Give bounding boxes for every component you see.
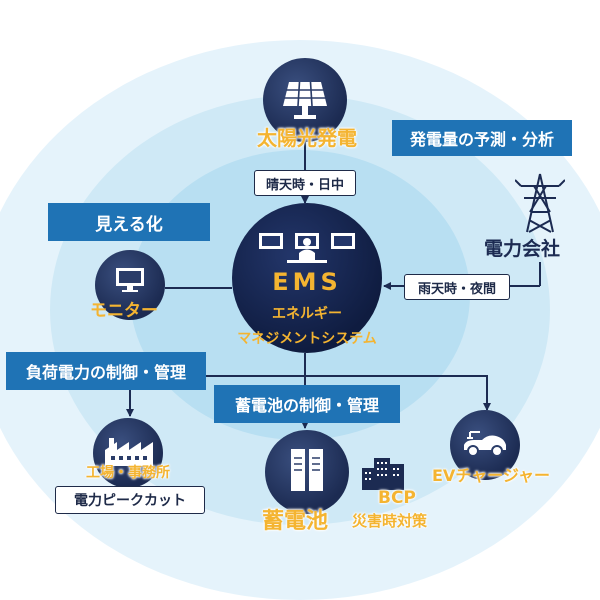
- visualization-box: 見える化: [48, 203, 210, 241]
- ems-title: EMS: [272, 268, 342, 296]
- load-control-box: 負荷電力の制御・管理: [6, 352, 206, 390]
- ems-subtitle-line1: エネルギー: [272, 306, 342, 322]
- sunny-daytime-tag: 晴天時・日中: [254, 170, 356, 196]
- peak-cut-tag: 電力ピークカット: [55, 486, 205, 514]
- power-tower-icon: [515, 173, 565, 233]
- factory-label: 工場・事務所: [86, 465, 170, 481]
- monitor-icon: [116, 268, 144, 292]
- city-building-icon: [362, 458, 404, 490]
- ev-node: [450, 410, 520, 480]
- solar-node: [263, 58, 347, 142]
- solar-panel-icon: [283, 81, 327, 119]
- factory-node: [93, 418, 163, 488]
- battery-control-box: 蓄電池の制御・管理: [214, 385, 400, 423]
- solar-label: 太陽光発電: [257, 126, 357, 150]
- monitor-node: [95, 250, 165, 320]
- control-room-icon: [259, 233, 355, 263]
- utility-label: 電力会社: [484, 238, 561, 260]
- forecast-analysis-box: 発電量の予測・分析: [392, 120, 572, 156]
- battery-node: [265, 430, 349, 514]
- rainy-night-tag: 雨天時・夜間: [404, 274, 510, 300]
- ems-subtitle-line2: マネジメントシステム: [237, 331, 377, 347]
- ems-node: [232, 203, 382, 353]
- ev-label: EVチャージャー: [432, 466, 551, 485]
- bcp-title: BCP: [378, 488, 416, 508]
- bcp-subtitle: 災害時対策: [352, 512, 428, 530]
- monitor-label: モニター: [90, 301, 158, 321]
- ev-car-icon: [464, 431, 506, 457]
- battery-label: 蓄電池: [262, 509, 329, 534]
- factory-icon: [105, 438, 153, 466]
- battery-icon: [291, 449, 323, 491]
